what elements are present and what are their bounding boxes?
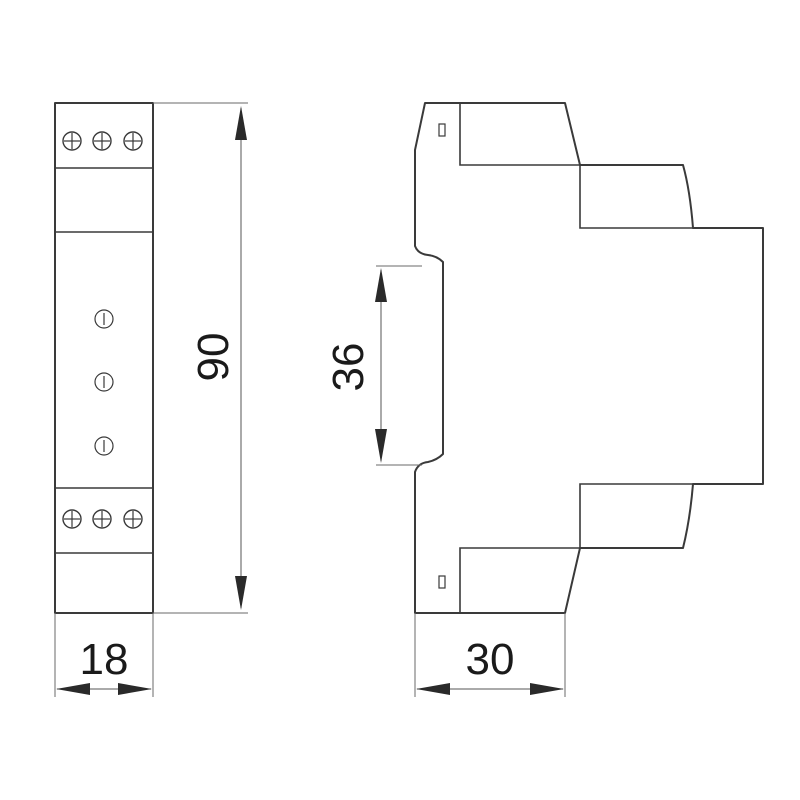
adjust-knob-icon — [94, 436, 114, 456]
side-bottom-clip-slot — [438, 575, 446, 589]
side-depth-arrow-left — [416, 683, 450, 695]
side-bottom-inner-step — [459, 483, 693, 613]
height-arrow-top — [235, 106, 247, 140]
side-depth-dimension: 30 — [414, 613, 566, 697]
side-depth-dimension-label: 30 — [466, 635, 515, 684]
bottom-terminal-screws — [62, 509, 143, 529]
front-width-arrow-left — [56, 683, 90, 695]
screw-terminal-icon — [123, 131, 143, 151]
screw-terminal-icon — [62, 131, 82, 151]
rail-dimension-label: 36 — [324, 343, 373, 392]
side-depth-arrow-right — [530, 683, 564, 695]
front-view — [54, 102, 154, 614]
height-arrow-bottom — [235, 576, 247, 610]
front-width-arrow-right — [118, 683, 152, 695]
side-top-inner-step — [459, 103, 693, 229]
front-view-outline — [54, 102, 154, 614]
top-terminal-screws — [62, 131, 143, 151]
rail-arrow-bottom — [375, 429, 387, 463]
front-width-dimension-label: 18 — [80, 635, 129, 684]
side-view-outline — [414, 102, 764, 614]
rail-arrow-top — [375, 268, 387, 302]
adjustment-knobs — [94, 309, 114, 456]
height-dimension: 90 — [153, 102, 248, 614]
side-top-clip-slot — [438, 123, 446, 137]
screw-terminal-icon — [123, 509, 143, 529]
height-dimension-label: 90 — [189, 333, 238, 382]
screw-terminal-icon — [62, 509, 82, 529]
rail-dimension: 36 — [324, 265, 422, 466]
adjust-knob-icon — [94, 372, 114, 392]
screw-terminal-icon — [92, 509, 112, 529]
front-width-dimension: 18 — [54, 613, 154, 697]
side-view — [414, 102, 764, 614]
screw-terminal-icon — [92, 131, 112, 151]
adjust-knob-icon — [94, 309, 114, 329]
